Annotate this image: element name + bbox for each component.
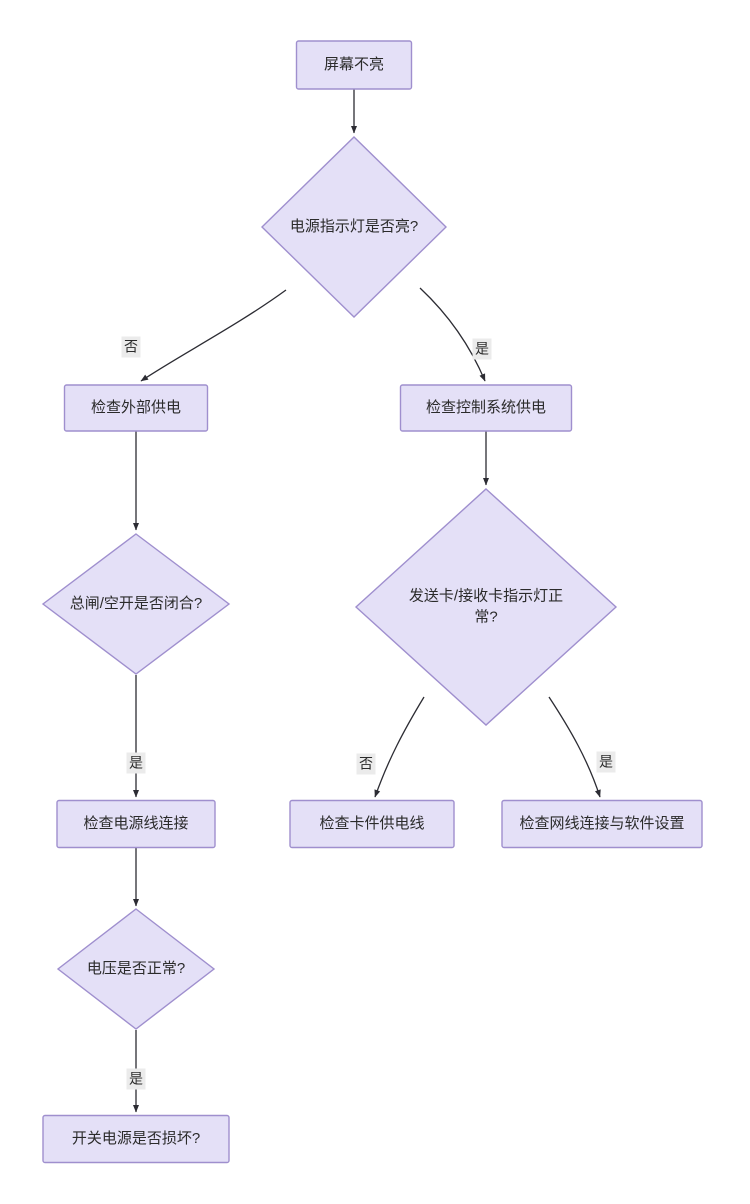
edge-label-background xyxy=(356,753,376,775)
node-n4[interactable]: 检查控制系统供电 xyxy=(399,384,573,432)
node-n7[interactable]: 检查电源线连接 xyxy=(56,799,216,849)
edge-n6-to-n9 xyxy=(548,696,601,798)
process-shape xyxy=(295,40,413,90)
process-shape xyxy=(501,799,703,849)
edge-label-background xyxy=(121,336,141,358)
node-n3[interactable]: 检查外部供电 xyxy=(63,384,209,432)
edge-label-background xyxy=(596,751,616,773)
node-n8[interactable]: 检查卡件供电线 xyxy=(289,799,455,849)
process-shape xyxy=(63,384,209,432)
edge-label-n2-to-n3: 否 xyxy=(121,336,141,358)
node-n11[interactable]: 开关电源是否损坏? xyxy=(42,1114,230,1164)
edges-layer xyxy=(132,89,601,1113)
decision-shape xyxy=(354,488,618,726)
node-n2[interactable]: 电源指示灯是否亮? xyxy=(260,136,448,318)
decision-shape xyxy=(41,533,231,675)
edge-label-background xyxy=(472,338,492,360)
node-n5[interactable]: 总闸/空开是否闭合? xyxy=(41,533,231,675)
decision-shape xyxy=(56,908,216,1030)
edge-n2-to-n3 xyxy=(140,289,287,382)
process-shape xyxy=(56,799,216,849)
edge-label-n2-to-n4: 是 xyxy=(472,338,492,360)
node-n1[interactable]: 屏幕不亮 xyxy=(295,40,413,90)
decision-shape xyxy=(260,136,448,318)
node-n9[interactable]: 检查网线连接与软件设置 xyxy=(501,799,703,849)
edge-n6-to-n8 xyxy=(374,696,425,798)
edge-label-n5-to-n7: 是 xyxy=(126,752,146,774)
process-shape xyxy=(399,384,573,432)
edge-label-n6-to-n8: 否 xyxy=(356,753,376,775)
edge-label-n10-to-n11: 是 xyxy=(126,1068,146,1090)
edge-label-n6-to-n9: 是 xyxy=(596,751,616,773)
edge-label-background xyxy=(126,1068,146,1090)
edge-label-background xyxy=(126,752,146,774)
node-n10[interactable]: 电压是否正常? xyxy=(56,908,216,1030)
process-shape xyxy=(42,1114,230,1164)
process-shape xyxy=(289,799,455,849)
edge-n2-to-n4 xyxy=(419,287,486,382)
